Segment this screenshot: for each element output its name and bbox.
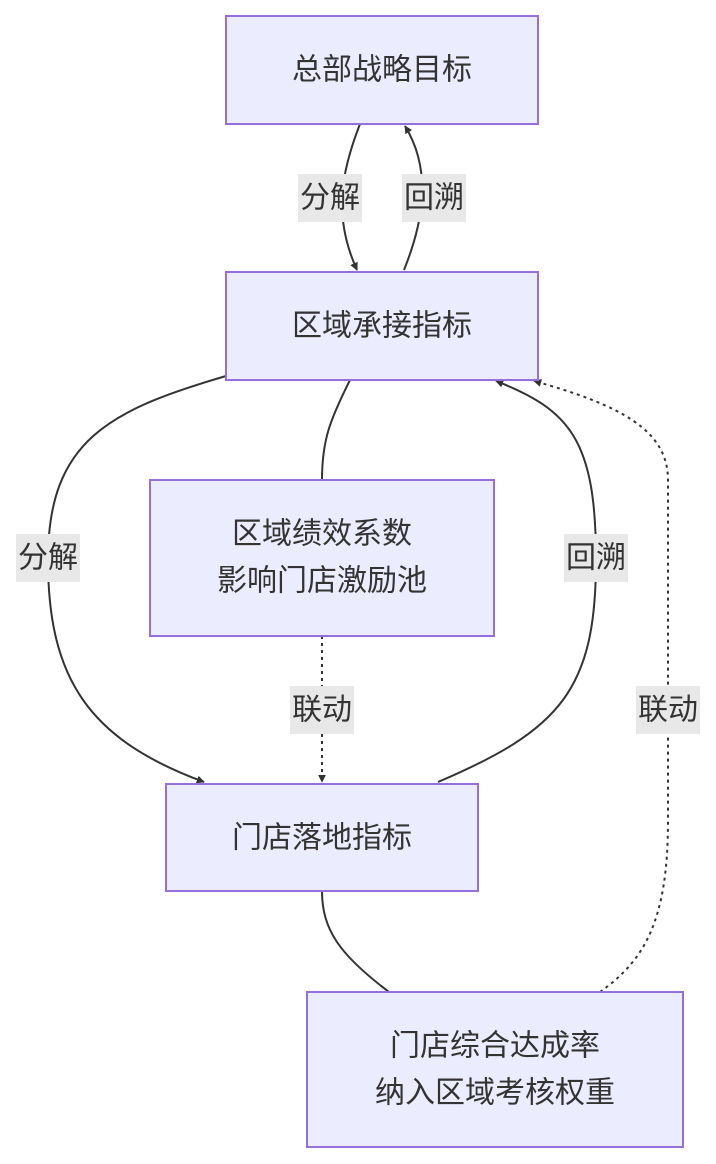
svg-text:回溯: 回溯 [404, 181, 464, 216]
edge-label-region-to-hq: 回溯 [402, 174, 466, 222]
edge-label-region-to-store: 分解 [16, 534, 80, 582]
node-region-coef-line2: 影响门店激励池 [217, 564, 427, 599]
node-store-indicators: 门店落地指标 [165, 783, 479, 892]
node-hq-strategic-goal: 总部战略目标 [225, 15, 539, 125]
edge-label-rate-to-region: 联动 [636, 686, 700, 734]
node-store-rate-line2: 纳入区域考核权重 [375, 1076, 615, 1111]
svg-text:分解: 分解 [18, 541, 78, 576]
node-region-label: 区域承接指标 [292, 309, 472, 344]
edge-label-store-to-region: 回溯 [564, 534, 628, 582]
edge-rate-to-region [533, 379, 669, 993]
node-store-label: 门店落地指标 [232, 821, 412, 856]
svg-text:回溯: 回溯 [566, 541, 626, 576]
node-store-achievement-rate: 门店综合达成率 纳入区域考核权重 [306, 991, 684, 1148]
svg-text:分解: 分解 [300, 181, 360, 216]
edge-label-hq-to-region: 分解 [298, 174, 362, 222]
svg-text:联动: 联动 [292, 693, 352, 728]
edge-store-to-rate [321, 890, 390, 993]
edge-label-coef-to-store: 联动 [290, 686, 354, 734]
node-region-coef-line1: 区域绩效系数 [232, 517, 412, 552]
node-region-indicators: 区域承接指标 [225, 271, 539, 381]
node-hq-label: 总部战略目标 [292, 53, 472, 88]
node-store-rate-line1: 门店综合达成率 [390, 1029, 600, 1064]
node-region-performance-coefficient: 区域绩效系数 影响门店激励池 [149, 479, 495, 637]
svg-text:联动: 联动 [638, 693, 698, 728]
edge-region-to-coef [321, 379, 351, 481]
